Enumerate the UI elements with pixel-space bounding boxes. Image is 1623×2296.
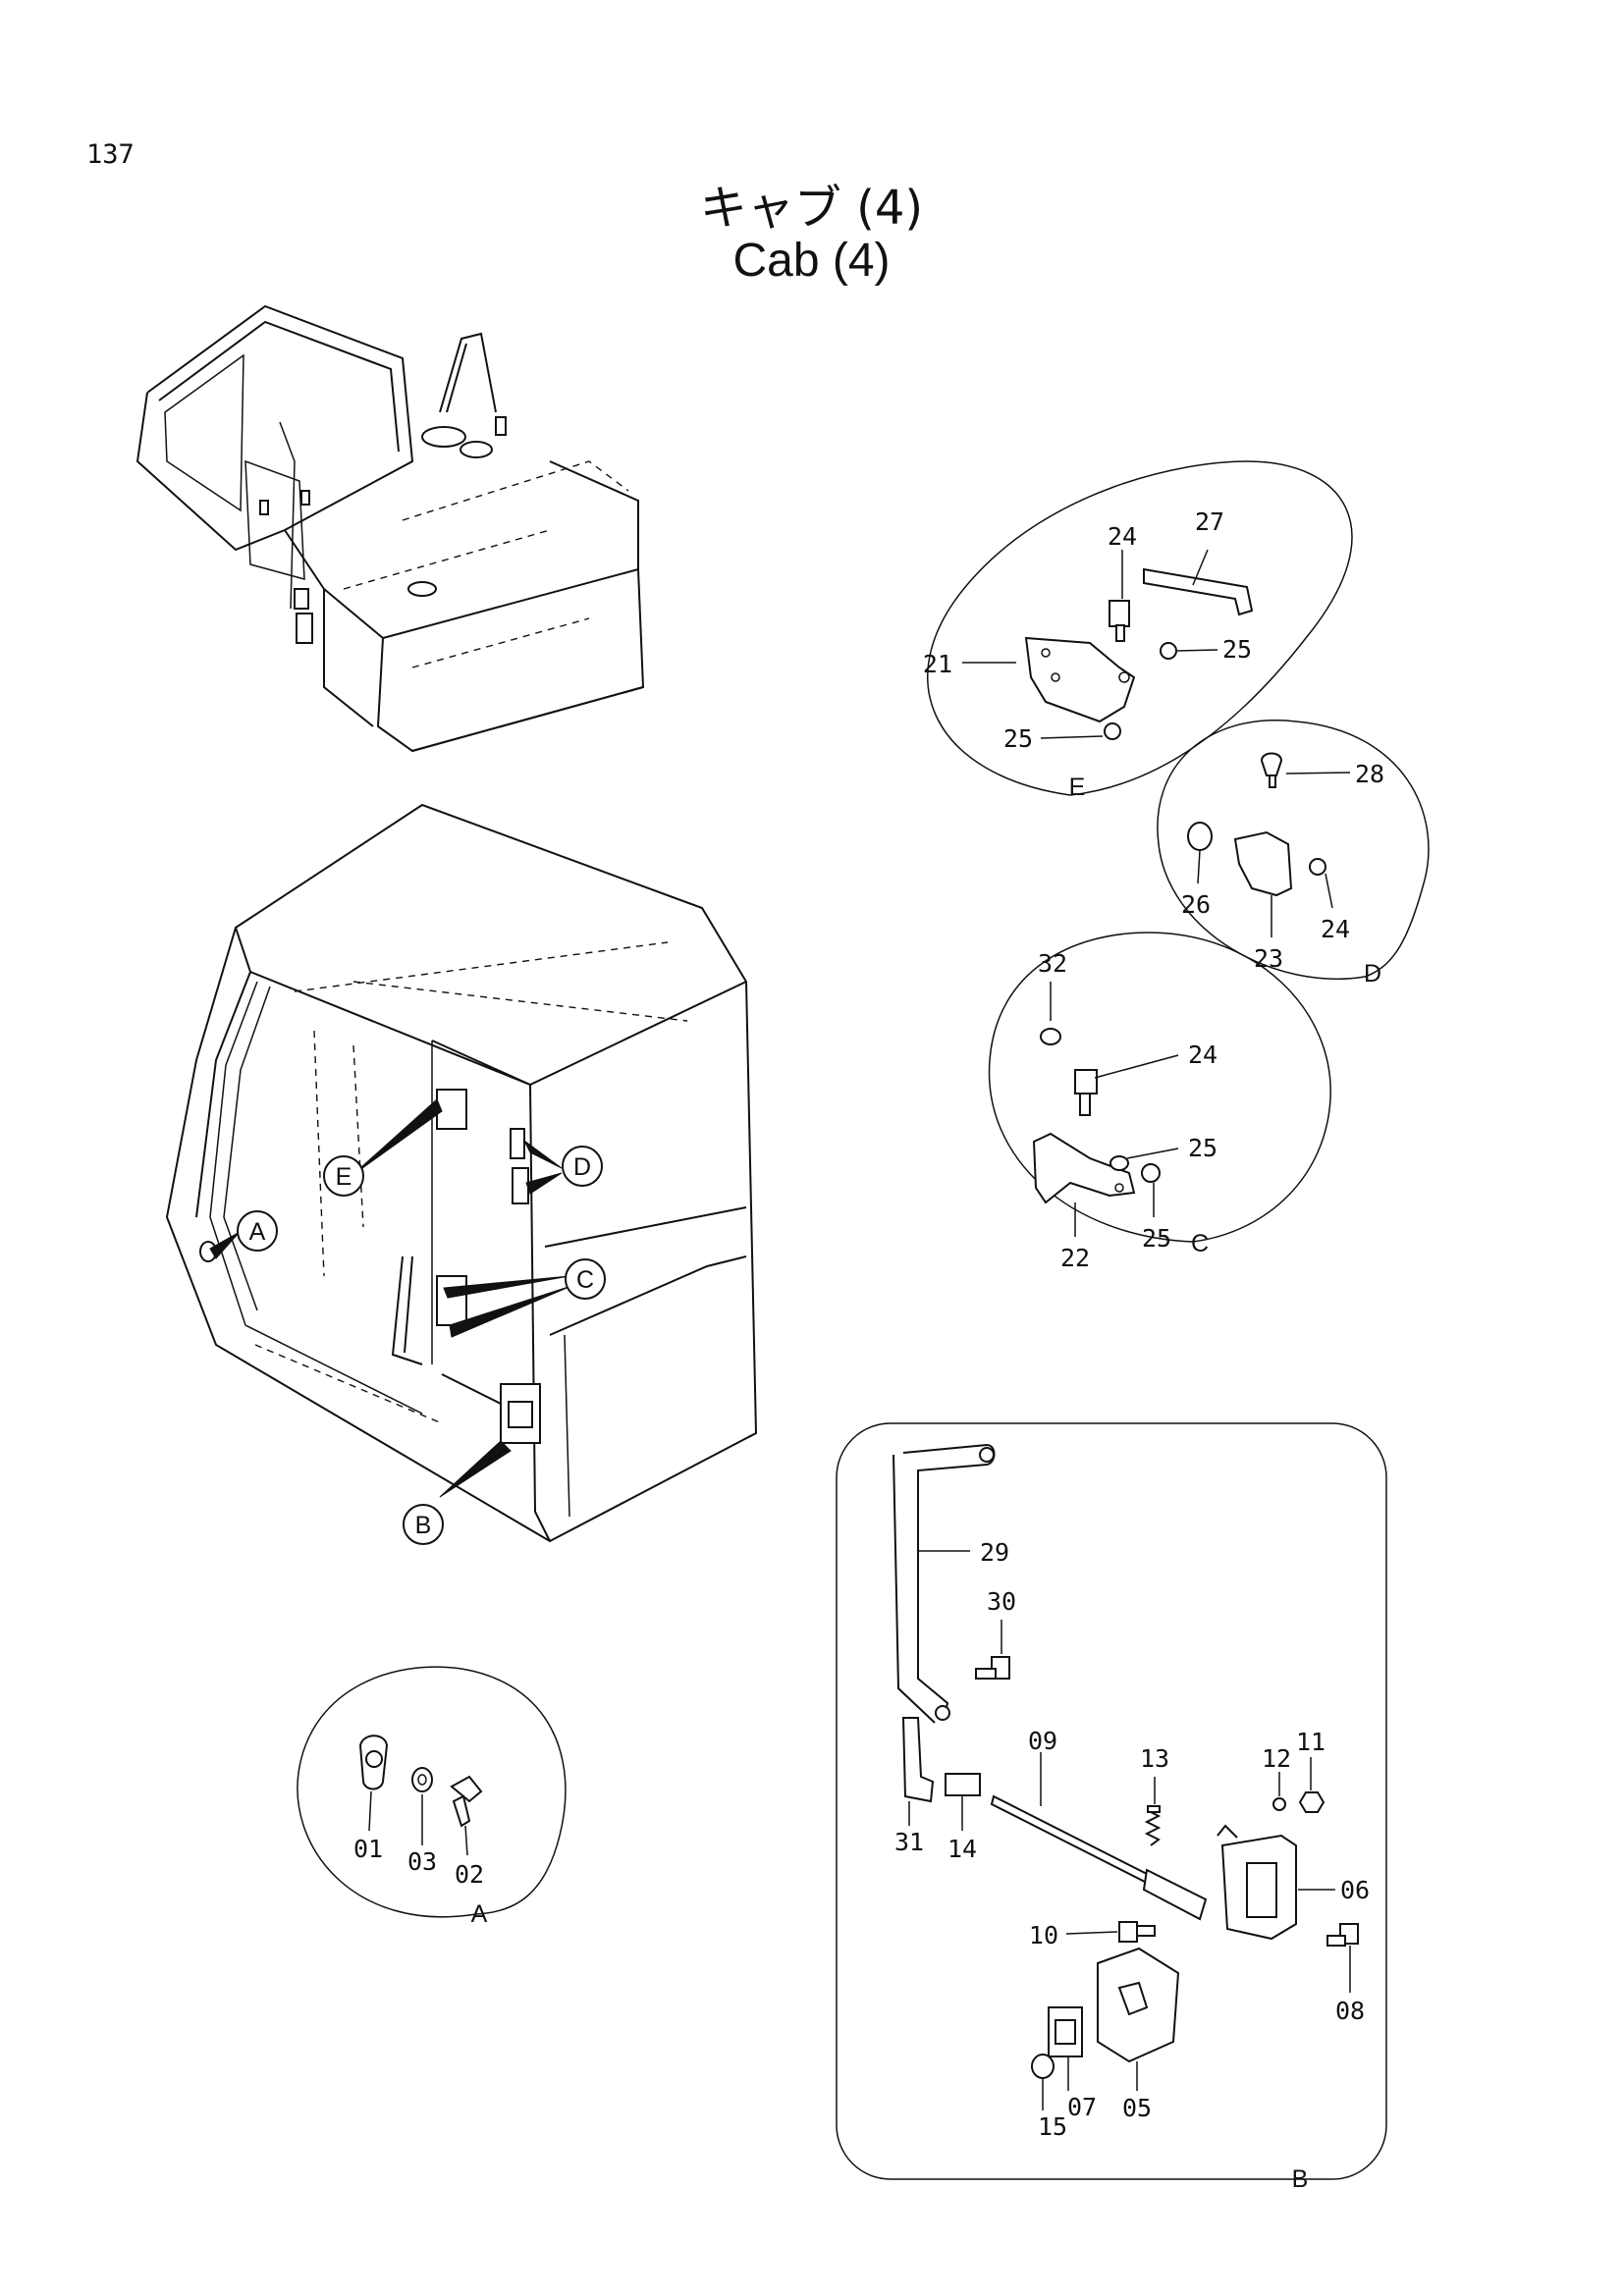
machine-overview-drawing	[135, 304, 645, 753]
part-02: 02	[455, 1860, 484, 1889]
part-25: 25	[1003, 724, 1033, 753]
callout-D-label: D	[573, 1153, 591, 1181]
title-english: Cab (4)	[732, 235, 891, 287]
callout-C: C	[565, 1258, 606, 1300]
cab-body-drawing	[165, 803, 758, 1543]
part-06: 06	[1340, 1876, 1370, 1904]
part-23: 23	[1254, 944, 1283, 973]
part-09: 09	[1028, 1727, 1057, 1755]
detail-view-A: 01 03 02 A	[297, 1666, 567, 1928]
part-31: 31	[894, 1828, 924, 1856]
part-21: 21	[923, 650, 952, 678]
part-14: 14	[947, 1835, 977, 1863]
callout-B: B	[403, 1504, 444, 1545]
detail-view-C: 32 24 25 22 25 C	[988, 932, 1331, 1272]
part-13: 13	[1140, 1744, 1169, 1773]
part-11: 11	[1296, 1728, 1325, 1756]
part-01: 01	[353, 1835, 383, 1863]
part-25: 25	[1188, 1134, 1217, 1162]
callout-D: D	[562, 1146, 603, 1187]
detail-C-label: C	[1191, 1230, 1209, 1257]
callout-leaders	[209, 1098, 572, 1498]
part-24: 24	[1188, 1041, 1217, 1069]
detail-B-label: B	[1292, 2165, 1309, 2193]
detail-view-B: 29 30 31 14 09 13 12 11 06 10 08 05 07 1…	[836, 1422, 1387, 2193]
detail-view-D: 28 26 23 24 D	[1157, 720, 1430, 988]
part-24: 24	[1108, 522, 1137, 551]
part-24: 24	[1321, 915, 1350, 943]
part-32: 32	[1038, 949, 1067, 978]
callout-B-label: B	[415, 1512, 432, 1539]
part-29: 29	[980, 1538, 1009, 1567]
page-number: 137	[86, 139, 135, 170]
part-27: 27	[1195, 507, 1224, 536]
part-08: 08	[1335, 1997, 1365, 2025]
title-japanese: キャブ (4)	[699, 181, 924, 236]
detail-view-E: 24 27 21 25 25 E	[923, 460, 1353, 801]
part-25: 25	[1222, 635, 1252, 664]
part-30: 30	[987, 1587, 1016, 1616]
part-05: 05	[1122, 2094, 1152, 2122]
part-07: 07	[1067, 2093, 1097, 2121]
callout-E-label: E	[336, 1163, 352, 1191]
part-25: 25	[1142, 1224, 1171, 1253]
part-26: 26	[1181, 890, 1211, 919]
part-28: 28	[1355, 760, 1384, 788]
part-10: 10	[1029, 1921, 1058, 1949]
part-12: 12	[1262, 1744, 1291, 1773]
part-03: 03	[407, 1847, 437, 1876]
part-15: 15	[1038, 2112, 1067, 2141]
detail-E-label: E	[1069, 774, 1086, 801]
detail-A-label: A	[471, 1900, 488, 1928]
part-22: 22	[1060, 1244, 1090, 1272]
callout-C-label: C	[576, 1266, 594, 1294]
callout-A: A	[237, 1210, 278, 1252]
callout-E: E	[323, 1155, 364, 1197]
callout-A-label: A	[249, 1218, 266, 1246]
detail-D-label: D	[1364, 960, 1381, 988]
